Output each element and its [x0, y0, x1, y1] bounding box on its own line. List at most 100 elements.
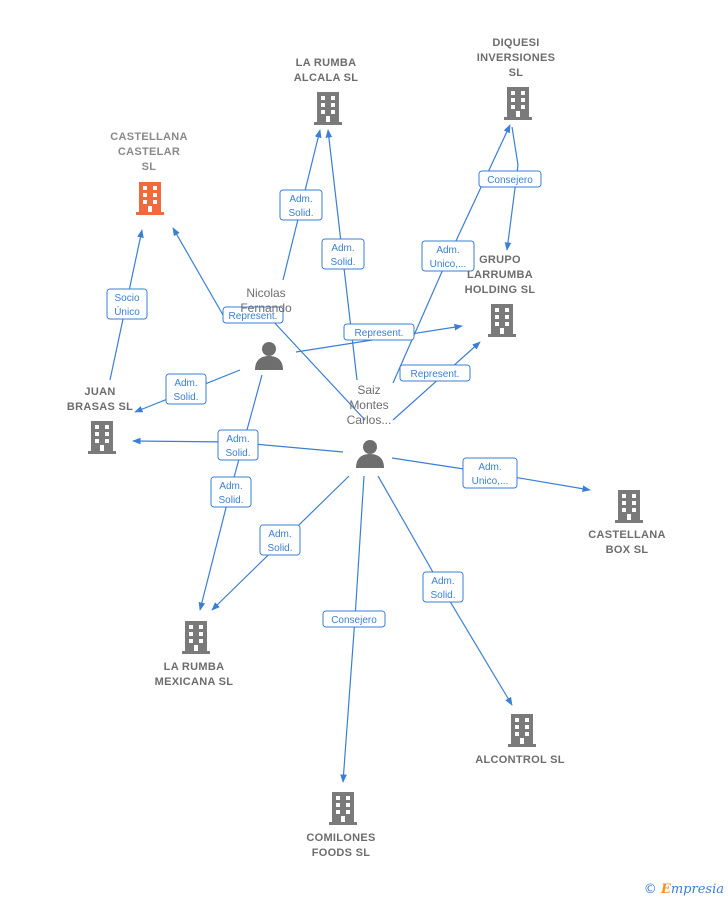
company-name-line: LA RUMBA — [164, 661, 225, 673]
edge-nicolas-to-juan-brasas-label[interactable]: Adm.Solid. — [165, 373, 207, 405]
edge-label-text: Unico,... — [472, 476, 509, 487]
person-name-line: Nicolas — [246, 286, 285, 300]
person-icon — [255, 342, 283, 370]
edge-label-text: Solid. — [218, 495, 243, 506]
edge-label-text: Solid. — [430, 590, 455, 601]
person-name-line: Fernando — [240, 301, 292, 315]
edge-label-text: Adm. — [219, 481, 242, 492]
person-icon — [356, 440, 384, 468]
copyright-symbol: © — [643, 882, 657, 897]
company-node-diquesi-inversiones[interactable]: DIQUESI INVERSIONES SL — [477, 37, 556, 120]
edge-label-box — [462, 457, 518, 489]
edge-nicolas-to-grupo-larrumba-label[interactable]: Represent. — [343, 323, 415, 341]
company-name-line: LARRUMBA — [467, 269, 533, 281]
person-name-line: Montes — [349, 398, 388, 412]
edge-saiz-to-alcontrol-label[interactable]: Adm. Solid. — [422, 571, 464, 603]
edge-label-text: Adm. — [331, 243, 354, 254]
edge-label-text: Socio — [114, 293, 139, 304]
company-name-line: HOLDING SL — [465, 284, 536, 296]
edge-diquesi-to-grupo-larrumba-label[interactable]: Consejero — [478, 170, 542, 188]
company-name-line: FOODS SL — [312, 847, 371, 859]
edge-label-box — [259, 524, 301, 556]
edge-label-text: Solid. — [267, 543, 292, 554]
edge-label-box — [321, 238, 365, 270]
edge-label-text: Adm. — [268, 529, 291, 540]
edge-label-text: Solid. — [173, 392, 198, 403]
nodes-layer: CASTELLANA CASTELAR SL LA RUMBA ALCALA SL DIQ… — [67, 37, 666, 859]
edge-label-text: Adm. — [289, 194, 312, 205]
building-icon — [329, 792, 357, 825]
edge-saiz-to-comilones — [340, 475, 365, 783]
company-name-line: INVERSIONES — [477, 52, 556, 64]
edge-saiz-to-la-rumba-alcala-label[interactable]: Adm. Solid. — [321, 238, 365, 270]
building-icon — [136, 182, 164, 215]
company-node-alcontrol[interactable]: ALCONTROL SL — [475, 714, 565, 766]
edge-label-box — [106, 288, 148, 320]
company-name-line: BRASAS SL — [67, 401, 133, 413]
edge-label-box — [478, 170, 542, 188]
brand-name: mpresia — [670, 882, 724, 897]
edge-label-box — [399, 364, 471, 382]
person-node-saiz-montes[interactable]: SaizMontesCarlos... — [347, 383, 392, 468]
person-name-line: Carlos... — [347, 413, 392, 427]
edge-label-box — [422, 571, 464, 603]
company-name-line: CASTELLANA — [588, 529, 666, 541]
edge-saiz-to-comilones-label[interactable]: Consejero — [322, 610, 386, 628]
company-name-line: JUAN — [84, 386, 115, 398]
edge-label-box — [322, 610, 386, 628]
building-icon — [508, 714, 536, 747]
edge-label-text: Adm. — [431, 576, 454, 587]
edge-label-box — [165, 373, 207, 405]
edge-label-text: Consejero — [487, 175, 533, 186]
edge-saiz-to-castellana-box-label[interactable]: Adm.Unico,... — [462, 457, 518, 489]
company-name-line: DIQUESI — [492, 37, 539, 49]
company-name-line: ALCALA SL — [294, 72, 359, 84]
building-icon — [615, 490, 643, 523]
edge-labels-layer: SocioÚnicoAdm.Solid.Adm.Solid.ConsejeroA… — [106, 170, 542, 628]
edge-label-text: Represent. — [355, 328, 404, 339]
building-icon — [182, 621, 210, 654]
edge-saiz-to-diquesi-label[interactable]: Adm. Unico,... — [421, 240, 475, 272]
building-icon — [88, 421, 116, 454]
edge-label-text: Adm. — [226, 434, 249, 445]
edge-label-text: Solid. — [330, 257, 355, 268]
edge-label-text: Solid. — [288, 208, 313, 219]
edge-label-box — [421, 240, 475, 272]
edge-label-text: Solid. — [225, 448, 250, 459]
company-name-line: SL — [509, 67, 524, 79]
edge-label-text: Adm. — [436, 245, 459, 256]
edge-label-box — [217, 429, 259, 461]
edge-saiz-to-grupo-larrumba-label[interactable]: Represent. — [399, 364, 471, 382]
company-name-line: LA RUMBA — [296, 57, 357, 69]
company-node-la-rumba-alcala[interactable]: LA RUMBA ALCALA SL — [294, 57, 359, 125]
company-name-line: CASTELAR — [118, 146, 180, 158]
edge-nicolas-to-la-rumba-mexicana-label[interactable]: Adm. Solid. — [210, 476, 252, 508]
edge-label-text: Unico,... — [430, 259, 467, 270]
building-icon — [314, 92, 342, 125]
edge-label-box — [279, 189, 323, 221]
edge-label-box — [343, 323, 415, 341]
edge-nicolas-to-castellana-castelar — [172, 227, 224, 316]
edge-saiz-to-la-rumba-mexicana-label[interactable]: Adm. Solid. — [259, 524, 301, 556]
company-node-castellana-box[interactable]: CASTELLANA BOX SL — [588, 490, 666, 556]
edge-nicolas-to-castellana-castelar-label[interactable]: Represent. — [222, 306, 284, 324]
edge-nicolas-to-la-rumba-alcala-label[interactable]: Adm. Solid. — [279, 189, 323, 221]
building-icon — [504, 87, 532, 120]
company-name-line: SL — [142, 161, 157, 173]
building-icon — [488, 304, 516, 337]
edge-label-text: Represent. — [229, 311, 278, 322]
edge-label-box — [222, 306, 284, 324]
brand-initial: E — [660, 882, 671, 897]
company-node-juan-brasas[interactable]: JUAN BRASAS SL — [67, 386, 133, 454]
company-name-line: BOX SL — [606, 544, 649, 556]
edge-saiz-to-juan-brasas-label[interactable]: Adm. Solid. — [217, 429, 259, 461]
edge-diquesi-to-grupo-larrumba — [504, 126, 519, 251]
edge-nicolas-to-saiz — [271, 319, 366, 421]
